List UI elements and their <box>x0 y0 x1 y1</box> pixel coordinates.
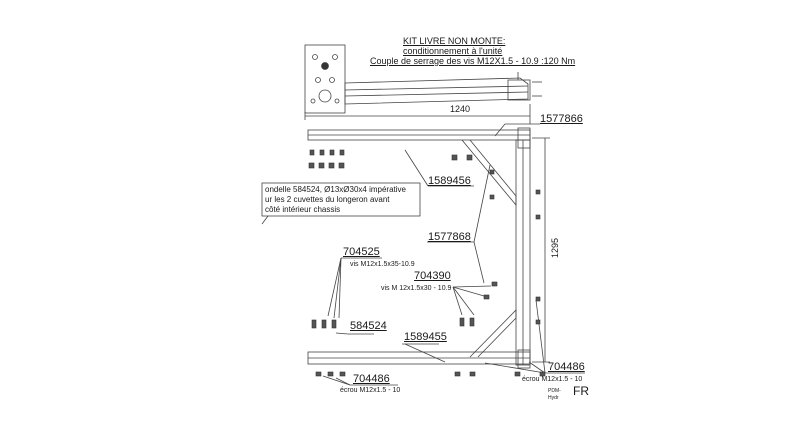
bolt <box>459 317 465 327</box>
bolt <box>466 154 473 161</box>
torque-note: Couple de serrage des vis M12X1.5 - 10.9… <box>370 56 576 66</box>
bolt <box>454 371 461 377</box>
part-ref-1577868: 1577868 <box>428 231 471 243</box>
beam-end-block <box>507 79 531 101</box>
note-box <box>261 182 421 217</box>
part-ref-1577866: 1577866 <box>540 113 583 125</box>
part-ref-704486-right: 704486 <box>548 361 585 373</box>
plate-hole <box>332 54 338 60</box>
bolt <box>539 371 546 377</box>
bolt <box>469 371 476 377</box>
corner-code-1: PDM- <box>548 388 561 394</box>
bolt <box>315 371 322 377</box>
bolt <box>489 194 495 200</box>
dimension-width: 1240 <box>450 104 471 114</box>
bolt <box>491 281 498 287</box>
bolt <box>535 296 541 302</box>
part-ref-704525: 704525 <box>343 246 380 258</box>
bolt <box>469 317 475 327</box>
part-desc-704486-left: écrou M12x1.5 - 10 <box>340 387 401 394</box>
part-ref-1589455: 1589455 <box>404 331 447 343</box>
header-subtitle: conditionnement à l'unité <box>403 46 503 56</box>
part-desc-704525: vis M12x1.5x35-10.9 <box>350 261 415 268</box>
language-code: FR <box>573 384 589 398</box>
bolt <box>311 319 317 329</box>
bolt <box>308 162 315 169</box>
header-title: KIT LIVRE NON MONTE: <box>403 36 506 46</box>
bolt <box>318 162 325 169</box>
plate-hole <box>315 77 321 83</box>
bolt <box>331 319 337 329</box>
plate-hole <box>318 89 332 103</box>
bolt <box>483 294 490 300</box>
washer-note-line3: côté intérieur chassis <box>265 205 341 214</box>
bolt <box>339 371 346 377</box>
side-beam <box>344 77 529 105</box>
bolt <box>309 149 315 156</box>
bolt <box>339 149 345 156</box>
bolt <box>321 319 327 329</box>
plate-hole <box>329 77 335 83</box>
bolt <box>535 214 541 220</box>
bolt <box>338 162 345 169</box>
plate-hole <box>310 98 316 104</box>
bolt <box>327 371 334 377</box>
bolt <box>329 149 335 156</box>
part-ref-1589456: 1589456 <box>428 175 471 187</box>
bolt <box>451 154 458 161</box>
plate-hole <box>321 62 329 70</box>
top-diagonal <box>461 139 517 207</box>
dimension-height: 1295 <box>550 237 560 258</box>
part-ref-584524: 584524 <box>350 320 387 332</box>
part-desc-704390: vis M 12x1.5x30 - 10.9 <box>381 285 452 292</box>
washer-note-line1: ondelle 584524, Ø13xØ30x4 impérative <box>265 185 406 194</box>
corner-code-2: Hydr <box>548 395 559 401</box>
bolt <box>489 169 495 175</box>
bottom-diagonal <box>469 309 517 358</box>
mounting-plate <box>304 44 346 114</box>
bolt <box>328 162 335 169</box>
bolt <box>535 189 541 195</box>
part-desc-704486-right: écrou M12x1.5 - 10 <box>522 376 583 383</box>
plate-hole <box>312 54 318 60</box>
bolt <box>535 319 541 325</box>
bolt <box>514 371 521 377</box>
part-ref-704486-left: 704486 <box>353 373 390 385</box>
plate-hole <box>334 98 340 104</box>
washer-note-line2: ur les 2 cuvettes du longeron avant <box>265 195 390 204</box>
part-ref-704390: 704390 <box>414 270 451 282</box>
bolt <box>319 149 325 156</box>
